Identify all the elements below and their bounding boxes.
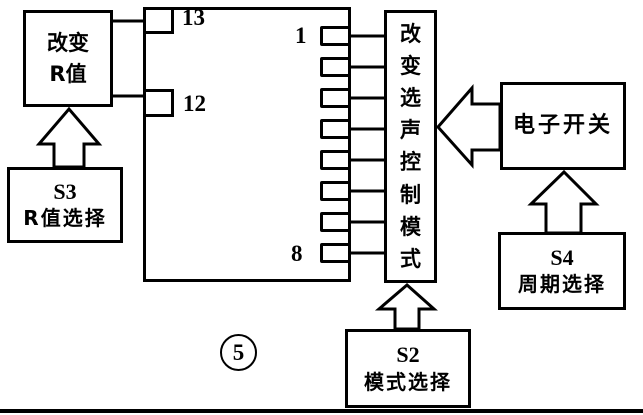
ic-right-pin-6 <box>320 181 351 201</box>
arrow-up-s2 <box>374 283 438 331</box>
mode-control-char: 选 <box>400 86 421 111</box>
ic-right-pin-7 <box>320 212 351 232</box>
s3-function-label: R值选择 <box>23 206 107 231</box>
mode-control-char: 模 <box>400 214 421 239</box>
ic-right-pin-1 <box>320 26 351 46</box>
ic-right-pin-3 <box>320 88 351 108</box>
figure-number-badge: 5 <box>220 334 257 371</box>
mode-control-char: 变 <box>400 53 421 78</box>
pin-8-label: 8 <box>291 241 303 266</box>
mode-control-box: 改 变 选 声 控 制 模 式 <box>384 10 437 283</box>
arrow-left-switch <box>435 83 502 169</box>
bottom-rule <box>0 409 643 413</box>
pin-13-label: 13 <box>182 5 205 30</box>
ic-right-pin-5 <box>320 150 351 170</box>
figure-number: 5 <box>232 339 245 365</box>
arrow-up-s4 <box>527 169 600 235</box>
ic-left-pin-12 <box>143 89 174 117</box>
s3-label: S3 <box>53 178 77 204</box>
ic-left-pin-13 <box>143 7 174 34</box>
wires-right-pins <box>348 34 386 255</box>
ic-right-pin-4 <box>320 119 351 139</box>
s2-function-label: 模式选择 <box>364 369 452 394</box>
mode-control-char: 制 <box>400 182 421 207</box>
s4-function-label: 周期选择 <box>518 272 606 297</box>
change-r-line1: 改变 <box>47 31 89 56</box>
pin-12-label: 12 <box>183 91 206 116</box>
s2-label: S2 <box>396 342 420 368</box>
pin-1-label: 1 <box>295 23 307 48</box>
arrow-up-s3 <box>35 106 103 169</box>
ic-right-pin-2 <box>320 57 351 77</box>
s4-period-select-box: S4 周期选择 <box>498 232 626 310</box>
electronic-switch-label: 电子开关 <box>512 113 613 139</box>
electronic-switch-box: 电子开关 <box>500 82 626 170</box>
s2-mode-select-box: S2 模式选择 <box>345 329 471 408</box>
mode-control-char: 式 <box>400 246 421 271</box>
ic-box <box>143 7 351 282</box>
mode-control-char: 控 <box>400 150 421 175</box>
change-r-line2: R值 <box>49 61 87 86</box>
ic-right-pin-8 <box>320 243 351 263</box>
change-r-value-box: 改变 R值 <box>23 10 113 107</box>
mode-control-char: 改 <box>400 21 421 46</box>
s3-r-value-select-box: S3 R值选择 <box>7 167 123 243</box>
mode-control-char: 声 <box>400 118 421 143</box>
s4-label: S4 <box>550 244 574 270</box>
